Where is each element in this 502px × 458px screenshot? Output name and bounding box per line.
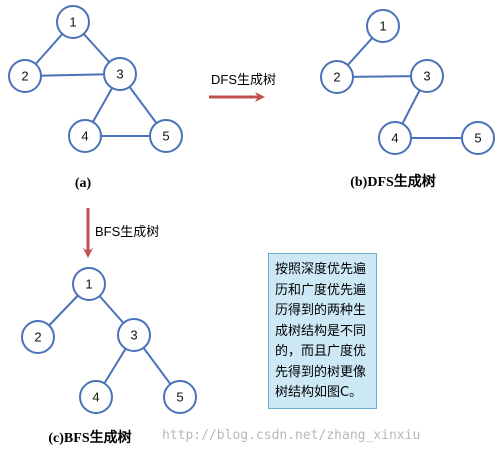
node-label: 2 [34, 330, 41, 345]
graph-c-node-1: 1 [72, 267, 106, 301]
node-label: 4 [92, 390, 99, 405]
node-label: 2 [21, 69, 28, 84]
graph-c-node-4: 4 [79, 380, 113, 414]
node-label: 5 [162, 129, 169, 144]
bfs-arrow: BFS生成树 [83, 208, 159, 258]
graph-c-node-5: 5 [163, 380, 197, 414]
graph-b-node-1: 1 [366, 9, 400, 43]
graph-a-node-3: 3 [103, 57, 137, 91]
graph-b-edges [336, 25, 478, 139]
graph-c-node-2: 2 [21, 320, 55, 354]
watermark: http://blog.csdn.net/zhang_xinxiu [162, 428, 421, 443]
dfs-arrow: DFS生成树 [209, 72, 276, 102]
graph-b-caption: (b)DFS生成树 [350, 173, 436, 190]
graph-b: 1 2 3 4 5 (b)DFS生成树 [320, 9, 495, 190]
node-label: 1 [85, 277, 92, 292]
node-label: 5 [474, 131, 481, 146]
graph-b-node-4: 4 [378, 121, 412, 155]
node-label: 4 [391, 131, 398, 146]
node-label: 3 [423, 69, 430, 84]
explanation-note-text: 按照深度优先遍历和广度优先遍历得到的两种生成树结构是不同的，而且广度优先得到的树… [275, 262, 367, 400]
graph-a-node-4: 4 [68, 119, 102, 153]
graph-a-caption: (a) [75, 176, 92, 191]
node-label: 5 [176, 390, 183, 405]
graph-c-caption: (c)BFS生成树 [48, 429, 131, 446]
graph-a-node-1: 1 [56, 5, 90, 39]
node-label: 1 [69, 15, 76, 30]
node-label: 3 [130, 328, 137, 343]
bfs-arrow-label: BFS生成树 [95, 224, 159, 239]
node-label: 4 [81, 129, 88, 144]
graph-a: 1 2 3 4 5 (a) [8, 5, 183, 191]
graph-a-edges [24, 21, 167, 137]
node-label: 2 [333, 70, 340, 85]
graph-c: 1 2 3 4 5 (c)BFS生成树 [21, 267, 197, 446]
graph-a-node-5: 5 [149, 119, 183, 153]
graph-b-node-5: 5 [461, 121, 495, 155]
dfs-arrow-label: DFS生成树 [211, 72, 276, 87]
graph-a-node-2: 2 [8, 59, 42, 93]
graph-b-node-3: 3 [410, 59, 444, 93]
node-label: 1 [379, 19, 386, 34]
graph-c-edges [37, 283, 181, 398]
node-label: 3 [116, 67, 123, 82]
graph-b-node-2: 2 [320, 60, 354, 94]
explanation-note: 按照深度优先遍历和广度优先遍历得到的两种生成树结构是不同的，而且广度优先得到的树… [268, 253, 377, 409]
graph-c-node-3: 3 [117, 318, 151, 352]
